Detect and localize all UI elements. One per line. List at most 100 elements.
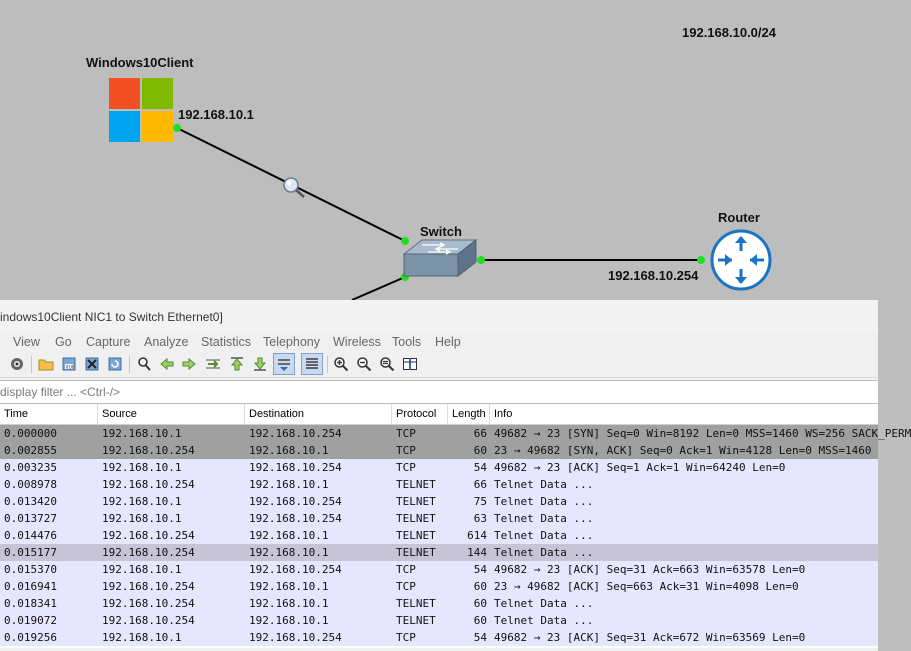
column-header-info[interactable]: Info [494, 408, 513, 420]
resize-columns-icon[interactable] [402, 356, 418, 372]
menu-tools[interactable]: Tools [392, 335, 422, 349]
packet-protocol: TCP [396, 427, 416, 440]
packet-info: Telnet Data ... [494, 597, 594, 610]
reload-icon[interactable] [107, 356, 123, 372]
open-file-icon[interactable] [38, 356, 54, 372]
packet-time: 0.016941 [4, 580, 57, 593]
close-file-icon[interactable] [84, 356, 100, 372]
packet-destination: 192.168.10.254 [249, 495, 342, 508]
packet-length: 63 [473, 512, 487, 525]
packet-time: 0.018341 [4, 597, 57, 610]
display-filter-input[interactable] [0, 381, 870, 403]
go-last-icon[interactable] [252, 356, 268, 372]
packet-protocol: TELNET [396, 512, 436, 525]
go-first-icon[interactable] [229, 356, 245, 372]
packet-destination: 192.168.10.254 [249, 427, 342, 440]
go-to-packet-icon[interactable] [205, 356, 221, 372]
packet-destination: 192.168.10.1 [249, 614, 329, 627]
find-packet-icon[interactable] [136, 356, 152, 372]
menu-wireless[interactable]: Wireless [333, 335, 381, 349]
display-filter-bar [0, 380, 878, 404]
topology-canvas[interactable]: 192.168.10.0/24 Windows10Client 192.168.… [0, 0, 878, 301]
packet-time: 0.014476 [4, 529, 57, 542]
packet-length: 60 [473, 597, 487, 610]
packet-info: 49682 → 23 [ACK] Seq=31 Ack=663 Win=6357… [494, 563, 806, 576]
column-header-time[interactable]: Time [0, 404, 98, 424]
switch-name-label[interactable]: Switch [420, 224, 462, 239]
packet-length: 75 [473, 495, 487, 508]
packet-protocol: TCP [396, 444, 416, 457]
link-switch-offscreen[interactable] [351, 276, 406, 301]
menu-statistics[interactable]: Statistics [201, 335, 252, 349]
packet-source: 192.168.10.254 [102, 546, 195, 559]
capture-options-icon[interactable] [9, 356, 25, 372]
menu-analyze[interactable]: Analyze [144, 335, 189, 349]
router-name-label[interactable]: Router [718, 210, 760, 225]
packet-length: 54 [473, 631, 487, 644]
column-header-length[interactable]: Length [448, 404, 490, 424]
router-icon[interactable] [710, 229, 772, 291]
autoscroll-icon[interactable] [273, 353, 295, 375]
go-forward-icon[interactable] [181, 356, 197, 372]
link-status-dot [477, 256, 485, 264]
switch-icon[interactable] [402, 238, 484, 280]
packet-destination: 192.168.10.254 [249, 563, 342, 576]
packet-length: 614 [467, 529, 487, 542]
packet-destination: 192.168.10.254 [249, 631, 342, 644]
packet-protocol: TELNET [396, 495, 436, 508]
link-status-dot [401, 237, 409, 245]
packet-protocol: TCP [396, 461, 416, 474]
packet-time: 0.008978 [4, 478, 57, 491]
packet-protocol: TCP [396, 563, 416, 576]
menu-help[interactable]: Help [435, 335, 461, 349]
packet-list[interactable]: Time Source Destination Protocol Length … [0, 404, 911, 648]
go-back-icon[interactable] [159, 356, 175, 372]
colorize-icon[interactable] [301, 353, 323, 375]
window-title: indows10Client NIC1 to Switch Ethernet0] [0, 310, 223, 324]
packet-length: 54 [473, 563, 487, 576]
menu-capture[interactable]: Capture [86, 335, 131, 349]
windows-logo-icon [142, 78, 173, 109]
windows-client-node[interactable] [109, 78, 173, 142]
column-header-destination[interactable]: Destination [245, 404, 392, 424]
magnifier-icon[interactable] [283, 177, 305, 198]
windows-logo-icon [109, 111, 140, 142]
packet-info: 49682 → 23 [SYN] Seq=0 Win=8192 Len=0 MS… [494, 427, 911, 440]
packet-protocol: TELNET [396, 529, 436, 542]
topology-links [173, 124, 705, 301]
packet-time: 0.003235 [4, 461, 57, 474]
packet-info: Telnet Data ... [494, 546, 594, 559]
packet-destination: 192.168.10.1 [249, 546, 329, 559]
column-header-source[interactable]: Source [98, 404, 245, 424]
zoom-out-icon[interactable] [356, 356, 372, 372]
packet-source: 192.168.10.254 [102, 597, 195, 610]
menu-telephony[interactable]: Telephony [263, 335, 320, 349]
save-file-icon[interactable]: 010 [61, 356, 77, 372]
column-header-protocol[interactable]: Protocol [392, 404, 448, 424]
window-title-bar[interactable]: indows10Client NIC1 to Switch Ethernet0] [0, 300, 878, 333]
packet-protocol: TCP [396, 631, 416, 644]
link-status-dot [697, 256, 705, 264]
packet-info: Telnet Data ... [494, 614, 594, 627]
client-name-label[interactable]: Windows10Client [86, 55, 194, 70]
menu-view[interactable]: View [13, 335, 40, 349]
packet-destination: 192.168.10.1 [249, 597, 329, 610]
packet-protocol: TELNET [396, 614, 436, 627]
menu-go[interactable]: Go [55, 335, 72, 349]
zoom-in-icon[interactable] [333, 356, 349, 372]
zoom-reset-icon[interactable] [379, 356, 395, 372]
packet-time: 0.013727 [4, 512, 57, 525]
